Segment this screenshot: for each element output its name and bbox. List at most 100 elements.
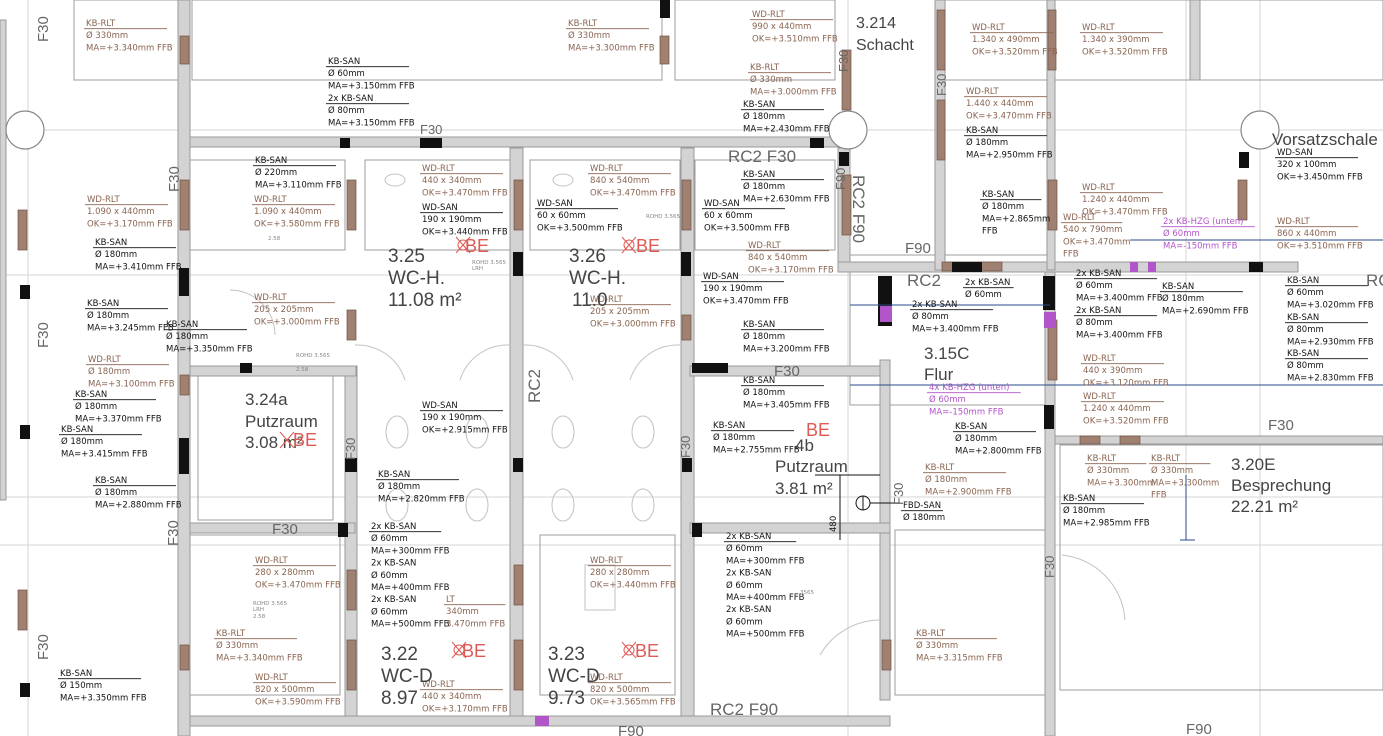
annotation-line: OK=+3.520mm FFB [1082,47,1168,57]
annotation-line: KB-RLT [916,629,946,639]
annotation-line: Ø 60mm [965,289,1002,300]
annotation-line: 190 x 190mm [422,215,481,225]
annotation-line: Ø 180mm [966,137,1008,148]
room-322-area: 8.97 [381,688,418,709]
room-320e-number: 3.20E [1231,455,1275,474]
annotation-line: MA=+3.315mm FFB [916,653,1003,663]
annotation-line: KB-RLT [216,629,246,639]
annotation-line: Ø 180mm [61,436,103,447]
annotation-line: FFB [1151,491,1167,501]
annotation-line: 1.090 x 440mm [87,207,155,217]
annotation-line: WD-RLT [422,164,455,174]
annotation-line: MA=+3.405mm FFB [743,400,830,410]
room-323-number: 3.23 [548,644,585,665]
room-326-area: 11.0 [572,290,608,311]
f30-vertical-12: F30 [420,122,442,137]
annotation-line: Ø 180mm [95,487,137,498]
be-marker: BE [279,430,317,450]
level-note: 2.58 [296,367,309,373]
annotation-line: OK=+3.450mm FFB [1277,172,1363,182]
annotation-line: 280 x 280mm [255,568,314,578]
annotation-line: MA=+3.350mm FFB [166,344,253,354]
annotation-line: OK=+3.510mm FFB [1277,241,1363,251]
annotation-line: MA=+2.930mm FFB [1287,337,1374,347]
room-320e-name: Besprechung [1231,476,1331,495]
annotation-line: WD-RLT [255,673,288,683]
rohd-note: ROHD 3.565 [646,214,681,220]
annotation-line: KB-SAN [743,376,775,386]
annotation-line: OK=+3.470mm FFB [703,296,789,306]
annotation-line: WD-RLT [1083,354,1116,364]
annotation-line: WD-RLT [972,23,1005,33]
annotation-line: 440 x 340mm [422,692,481,702]
annotation-line: WD-RLT [752,10,785,20]
annotation-line: KB-SAN [378,470,410,480]
annotation-line: WD-RLT [1063,213,1096,223]
annotation-line: MA=+3.150mm FFB [328,81,415,91]
annotation-line: 190 x 190mm [703,284,762,294]
be-label: BE [636,236,660,256]
annotation-line: KB-RLT [86,19,116,29]
annotation-line: MA=+3.000mm FFB [750,87,837,97]
annotation-line: Ø 180mm [743,387,785,398]
room-324a-number: 3.24a [245,390,288,409]
f30-vertical-9: F30 [1042,556,1057,578]
annotation-line: MA=+3.100mm FFB [88,379,175,389]
annotation-line: MA=+3.110mm FFB [255,180,342,190]
annotation-line: Ø 180mm [955,433,997,444]
annotation-line: 2x KB-SAN [912,300,957,310]
room-323-name: WC-D [548,666,600,687]
annotation-line: 840 x 540mm [590,176,649,186]
annotation-line: Ø 60mm [929,394,966,405]
annotation-line: Ø 180mm [75,401,117,412]
annotation-line: KB-SAN [1287,276,1319,286]
annotation-line: KB-RLT [1151,454,1181,464]
annotation-line: WD-SAN [537,199,573,209]
rohd-note: ROHD 3.565 [253,601,288,607]
annotation-line: Ø 60mm [328,68,365,79]
annotation-line: KB-SAN [743,320,775,330]
annotation-line: Ø 80mm [328,105,365,116]
annotation-line: Ø 180mm [982,201,1024,212]
room-326-number: 3.26 [569,246,606,267]
annotation-line: 320 x 100mm [1277,160,1336,170]
room-325-area: 11.08 m² [388,290,462,311]
annotation-line: KB-SAN [255,156,287,166]
annotation-line: Ø 330mm [568,30,610,41]
annotation-line: 840 x 540mm [748,253,807,263]
room-325-number: 3.25 [388,246,425,267]
annotation-line: OK=+3.120mm FFB [1083,378,1169,388]
annotation-line: WD-SAN [704,199,740,209]
annotation-line: 2x KB-SAN [1076,306,1121,316]
annotation-line: 820 x 500mm [255,685,314,695]
annotation-line: Ø 80mm [1287,360,1324,371]
annotation-line: MA=+3.400mm FFB [1076,293,1163,303]
annotation-line: KB-SAN [955,422,987,432]
annotation-line: MA=+500mm FFB [726,630,805,640]
room-325-name: WC-H. [388,268,445,289]
annotation-line: MA=+500mm FFB [371,620,450,630]
annotation-line: 440 x 390mm [1083,366,1142,376]
annotation-line: 60 x 60mm [704,211,753,221]
annotation-line: Ø 180mm [166,331,208,342]
annotation-line: MA=+3.300mm FFB [568,43,655,53]
annotation-line: MA=+2.430mm FFB [743,124,830,134]
dimension-480: 480 [829,516,839,532]
annotation-line: Ø 330mm [916,640,958,651]
annotation-line: OK=+2.915mm FFB [422,425,508,435]
f30-horizontal-1: F30 [272,521,298,538]
